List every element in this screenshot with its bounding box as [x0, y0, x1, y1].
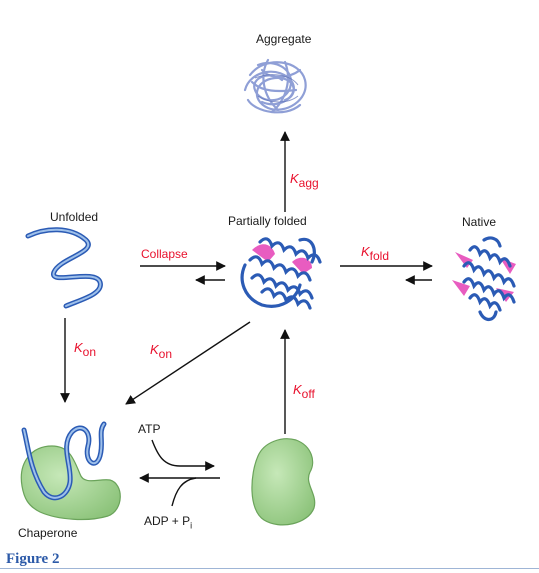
rate-k-off: Koff	[293, 382, 315, 401]
unfolded-protein	[25, 227, 103, 309]
aggregate-molecule	[243, 58, 307, 114]
label-adp: ADP + Pi	[144, 514, 193, 531]
chaperone-complex	[20, 421, 121, 521]
caption-rule	[0, 568, 539, 569]
free-chaperone	[251, 438, 316, 526]
rate-k-on-partial: Kon	[150, 342, 173, 361]
rate-k-on-unfolded: Kon	[74, 340, 97, 359]
label-unfolded: Unfolded	[50, 210, 99, 224]
label-chaperone: Chaperone	[18, 526, 78, 540]
label-atp: ATP	[138, 422, 161, 436]
label-native: Native	[462, 215, 497, 229]
arrow-atp	[151, 439, 215, 471]
arrow-kon-partial	[125, 321, 251, 405]
label-collapse: Collapse	[141, 247, 188, 261]
label-aggregate: Aggregate	[256, 32, 312, 46]
native-protein	[452, 236, 516, 322]
label-partially-folded: Partially folded	[228, 214, 307, 228]
rate-k-fold: Kfold	[361, 244, 390, 263]
rate-k-agg: Kagg	[290, 171, 319, 190]
figure-caption: Figure 2	[6, 551, 60, 567]
arrow-adp-branch	[171, 477, 197, 507]
partially-folded-protein	[240, 237, 322, 310]
